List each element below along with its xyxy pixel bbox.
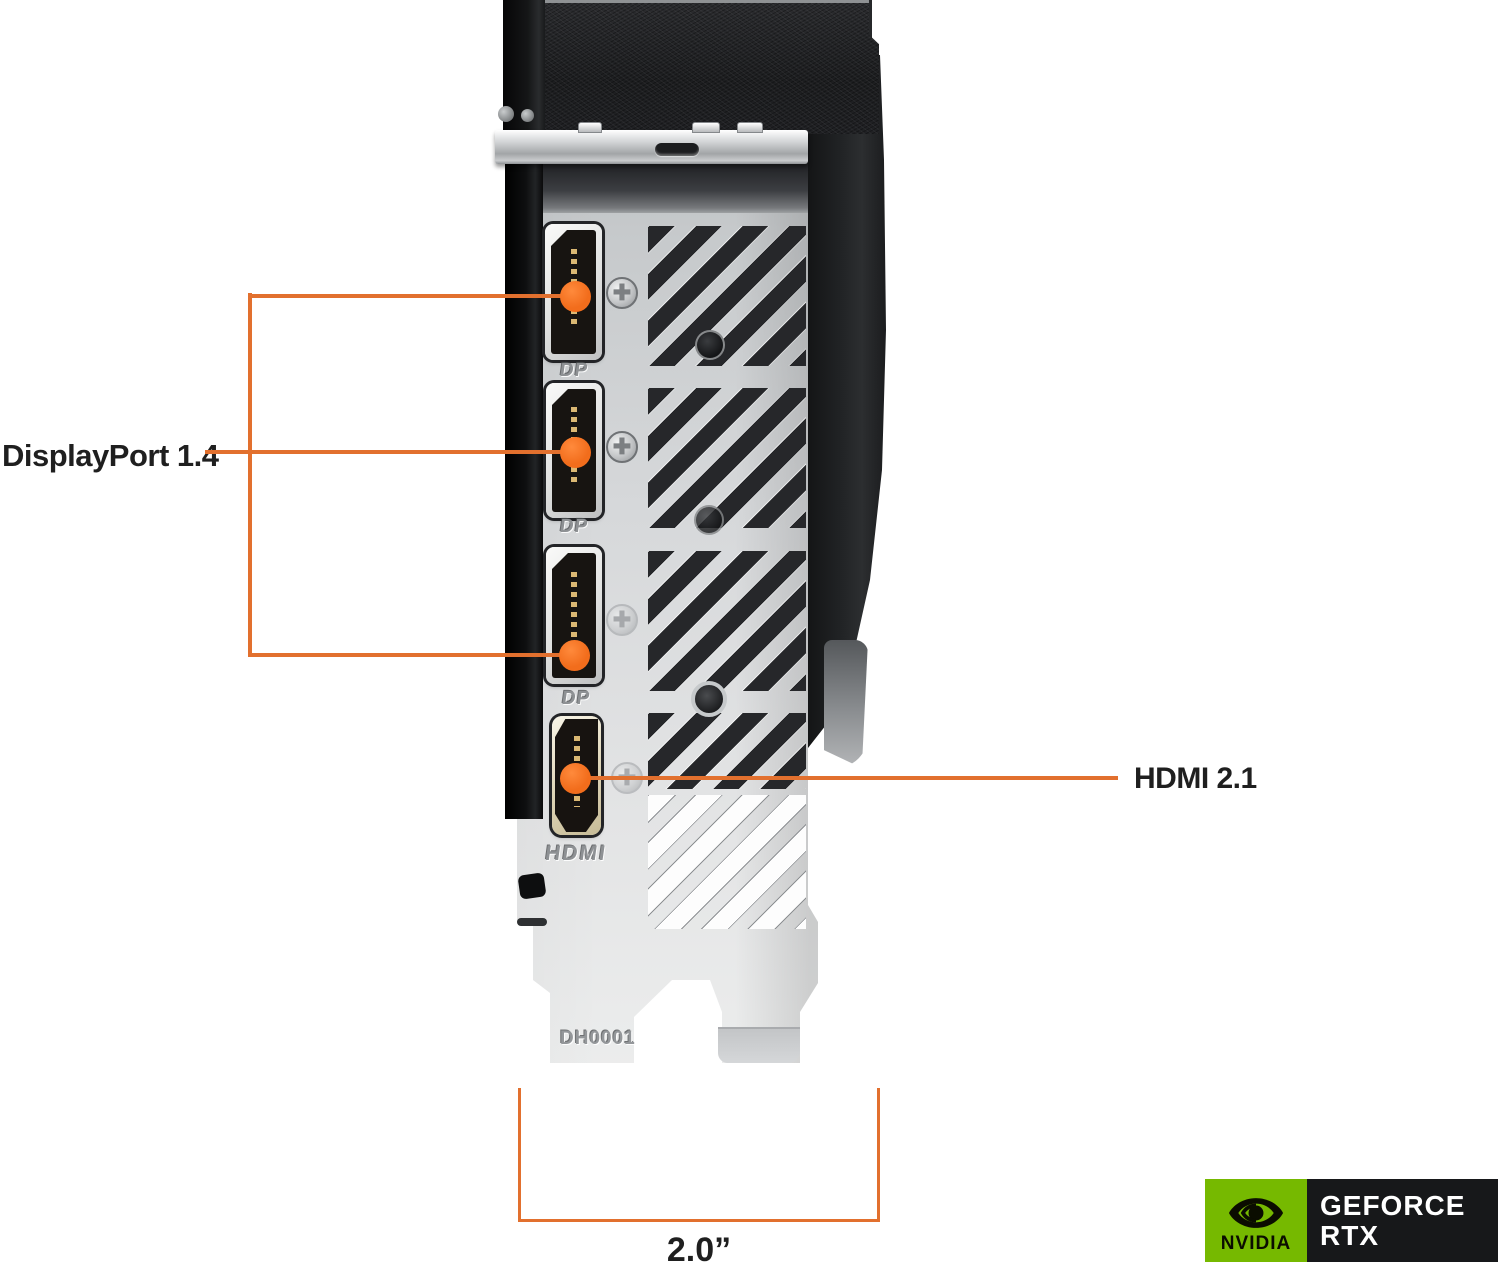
vent-grill [648,551,806,691]
bracket-slit [517,918,547,926]
heatsink-top-block [545,0,879,134]
dimension-right-tick [877,1088,880,1222]
lip-slot [655,143,699,156]
screw-icon: ✚ [606,277,638,309]
nvidia-geforce-rtx-badge: NVIDIA GEFORCE RTX [1205,1179,1498,1262]
dp-callout-trunk-line [248,293,252,657]
dp-port-marker-dot [559,640,590,671]
geforce-rtx-panel: GEFORCE RTX [1307,1179,1498,1262]
dp-stamp-3: DP [560,688,592,709]
screw-cross-icon: ✚ [612,280,632,305]
card-edge-strip [505,131,543,819]
hdmi-callout-line [575,776,1118,780]
rtx-text: RTX [1320,1219,1379,1251]
vent-grill [648,226,806,366]
dp-callout-branch-line [205,450,578,454]
hdmi-port-marker-dot [560,763,591,794]
fan-shroud-trim [824,640,868,768]
dimension-bottom-line [518,1219,880,1222]
dp-callout-branch-line [248,294,578,298]
bracket-screw-nub [498,106,514,122]
dp-callout-branch-line [248,653,578,657]
vent-screw-hole [691,681,727,717]
mounting-tab-fold [718,1027,800,1063]
vent-grill [648,795,806,929]
hdmi-callout-label: HDMI 2.1 [1134,762,1257,795]
dp-stamp-1: DP [558,360,590,381]
bracket-hook [517,872,547,900]
nvidia-brand-text: NVIDIA [1220,1232,1292,1254]
dp-stamp-2: DP [558,516,590,537]
dp-port-marker-dot [560,281,591,312]
screw-icon: ✚ [606,604,638,636]
nvidia-badge-green-panel: NVIDIA [1205,1179,1307,1262]
bracket-recess-band [543,163,808,213]
lip-tab [692,122,720,133]
bracket-lip [495,130,808,164]
screw-cross-icon: ✚ [612,434,632,459]
port-pins [571,571,577,651]
lip-tab [578,122,602,133]
bracket-screw-nub [521,109,534,122]
lip-tab [737,122,763,133]
vent-hole [695,330,725,360]
screw-icon: ✚ [606,431,638,463]
vent-grill [648,388,806,528]
geforce-text: GEFORCE [1320,1190,1466,1222]
screw-cross-icon: ✚ [612,607,632,632]
dp-port-marker-dot [560,437,591,468]
vent-hole [694,505,724,535]
nvidia-eye-logo [1228,1197,1284,1228]
bracket-serial-stamp: DH0001 [560,1028,636,1049]
dimension-label: 2.0” [666,1231,732,1269]
dimension-left-tick [518,1088,521,1222]
hdmi-stamp: HDMI [543,842,609,865]
displayport-callout-label: DisplayPort 1.4 [2,438,219,473]
